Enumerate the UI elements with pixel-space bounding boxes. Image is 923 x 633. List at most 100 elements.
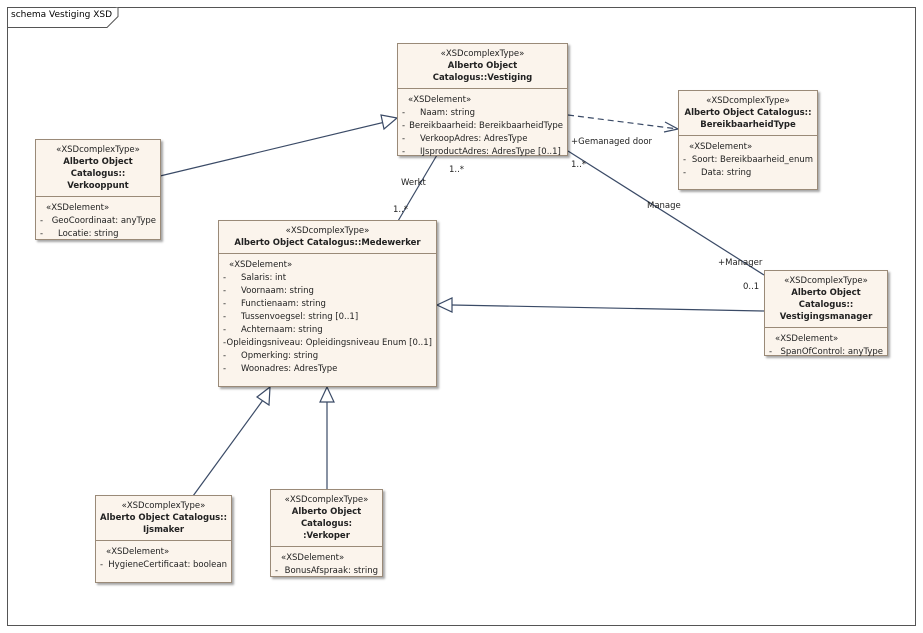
attribute-text: HygieneCertificaat: boolean (108, 560, 227, 570)
class-vestiging[interactable]: «XSDcomplexType» Alberto Object Catalogu… (397, 43, 568, 157)
class-name-line-2: Ijsmaker (142, 525, 185, 535)
generalization-arrowhead (319, 385, 335, 403)
attribute-text: GeoCoordinaat: anyType (51, 216, 156, 226)
attribute-row[interactable]: -Data: string (683, 167, 813, 180)
manage-role-manager: +Manager (718, 258, 763, 268)
class-verkooppunt[interactable]: «XSDcomplexType» Alberto Object Catalogu… (35, 139, 161, 240)
visibility-marker: - (223, 364, 227, 374)
stereotype-label: «XSDcomplexType» (784, 276, 868, 286)
attribute-text: BonusAfspraak: string (284, 566, 378, 576)
attribute-row[interactable]: - Voornaam: string (223, 285, 432, 298)
manage-multiplicity-manager: 0..1 (743, 282, 760, 292)
attribute-row[interactable]: -Opmerking: string (223, 350, 432, 363)
attribute-compartment: «XSDelement» -HygieneCertificaat: boolea… (96, 541, 231, 576)
visibility-marker: - (223, 299, 227, 309)
dependency-vestiging-bereikbaarheidtype[interactable] (567, 114, 679, 130)
attribute-text: VerkoopAdres: AdresType (420, 134, 528, 144)
class-header: «XSDcomplexType» Alberto Object Catalogu… (271, 490, 382, 547)
attribute-row[interactable]: -Woonadres: AdresType (223, 363, 432, 376)
stereotype-label: «XSDcomplexType» (285, 226, 370, 236)
class-bereikbaarheidtype[interactable]: «XSDcomplexType» Alberto Object Catalogu… (678, 90, 818, 190)
generalization-arrowhead (380, 114, 399, 131)
attribute-row[interactable]: -Salaris: int (223, 272, 432, 285)
attribute-compartment: «XSDelement» -Salaris: int -Voornaam: st… (219, 254, 436, 380)
section-stereotype: «XSDelement» (408, 95, 472, 105)
generalization-vestigingsmanager-medewerker[interactable] (451, 304, 765, 312)
class-name-line-1: Alberto Object Catalogus:: (63, 157, 133, 179)
attribute-row[interactable]: -Locatie: string (40, 228, 156, 241)
attribute-row[interactable]: -SpanOfControl: anyType (769, 346, 883, 359)
attribute-compartment: «XSDelement» -GeoCoordinaat: anyType -Lo… (36, 197, 160, 245)
title-tab-outline (7, 7, 119, 28)
stereotype-label: «XSDcomplexType» (440, 49, 525, 59)
class-header: «XSDcomplexType» Alberto Object Catalogu… (398, 44, 567, 89)
class-verkoper[interactable]: «XSDcomplexType» Alberto Object Catalogu… (270, 489, 383, 577)
attribute-row[interactable]: -Opleidingsniveau: Opleidingsniveau Enum… (223, 337, 432, 350)
association-werkt[interactable] (397, 154, 438, 222)
class-vestigingsmanager[interactable]: «XSDcomplexType» Alberto Object Catalogu… (764, 270, 888, 357)
stereotype-label: «XSDcomplexType» (121, 501, 206, 511)
attribute-row[interactable]: -Soort: Bereikbaarheid_enum (683, 154, 813, 167)
attribute-compartment: «XSDelement» -SpanOfControl: anyType (765, 328, 887, 363)
visibility-marker: - (223, 325, 227, 335)
attribute-row[interactable]: - Achternaam: string (223, 324, 432, 337)
class-medewerker[interactable]: «XSDcomplexType» Alberto Object Catalogu… (218, 220, 437, 387)
class-name-line-2: :Verkoper (303, 531, 350, 541)
attribute-compartment: «XSDelement» -Soort: Bereikbaarheid_enum… (679, 136, 817, 184)
attribute-compartment: «XSDelement» -BonusAfspraak: string (271, 547, 382, 582)
class-name: Alberto Object Catalogus::Vestiging (432, 61, 533, 83)
visibility-marker: - (40, 216, 44, 226)
association-werkt-label: Werkt (401, 178, 426, 188)
visibility-marker: - (402, 121, 406, 131)
visibility-marker: - (223, 312, 227, 322)
attribute-text: Bereikbaarheid: BereikbaarheidType (409, 121, 563, 131)
generalization-verkooppunt-vestiging[interactable] (159, 121, 386, 177)
attribute-row[interactable]: -IJsproductAdres: AdresType [0..1] (402, 146, 563, 159)
visibility-marker: - (223, 338, 227, 348)
attribute-text: Tussenvoegsel: string [0..1] (241, 312, 359, 322)
attribute-row[interactable]: - VerkoopAdres: AdresType (402, 133, 563, 146)
visibility-marker: - (100, 560, 104, 570)
attribute-row[interactable]: - Naam: string (402, 107, 563, 120)
class-header: «XSDcomplexType» Alberto Object Catalogu… (679, 91, 817, 136)
class-ijsmaker[interactable]: «XSDcomplexType» Alberto Object Catalogu… (95, 495, 232, 583)
generalization-ijsmaker-medewerker[interactable] (192, 399, 264, 497)
attribute-text: Functienaam: string (241, 299, 326, 309)
visibility-marker: - (683, 168, 687, 178)
section-stereotype: «XSDelement» (689, 142, 753, 152)
stereotype-label: «XSDcomplexType» (706, 96, 790, 106)
attribute-compartment: «XSDelement» - Naam: string -Bereikbaarhe… (398, 89, 567, 163)
attribute-text: Naam: string (420, 108, 476, 118)
association-manage[interactable] (567, 150, 765, 276)
visibility-marker: - (223, 273, 227, 283)
manage-role-vestiging: +Gemanaged door (571, 137, 653, 147)
attribute-text: Achternaam: string (241, 325, 323, 335)
class-name-line-1: Alberto Object Catalogus:: (684, 108, 812, 118)
class-name: Alberto Object Catalogus::Medewerker (234, 238, 421, 248)
stereotype-label: «XSDcomplexType» (56, 145, 140, 155)
attribute-text: Opleidingsniveau: Opleidingsniveau Enum … (226, 338, 432, 348)
class-name-line-2: BereikbaarheidType (700, 120, 796, 130)
generalization-arrowhead (255, 385, 271, 407)
attribute-row[interactable]: -GeoCoordinaat: anyType (40, 215, 156, 228)
attribute-row[interactable]: -Bereikbaarheid: BereikbaarheidType (402, 120, 563, 133)
attribute-row[interactable]: -HygieneCertificaat: boolean (100, 559, 227, 572)
attribute-row[interactable]: -BonusAfspraak: string (275, 565, 378, 578)
class-name-line-2: Verkooppunt (67, 181, 129, 191)
attribute-text: Voornaam: string (241, 286, 314, 296)
attribute-text: IJsproductAdres: AdresType [0..1] (420, 147, 561, 157)
visibility-marker: - (40, 229, 44, 239)
attribute-row[interactable]: - Tussenvoegsel: string [0..1] (223, 311, 432, 324)
section-stereotype: «XSDelement» (46, 203, 110, 213)
visibility-marker: - (683, 155, 687, 165)
class-name-line-2: Vestigingsmanager (779, 312, 873, 322)
visibility-marker: - (402, 108, 406, 118)
visibility-marker: - (275, 566, 279, 576)
attribute-text: Soort: Bereikbaarheid_enum (691, 155, 813, 165)
class-header: «XSDcomplexType» Alberto Object Catalogu… (765, 271, 887, 328)
attribute-row[interactable]: - Functienaam: string (223, 298, 432, 311)
dependency-arrowhead (663, 121, 680, 133)
visibility-marker: - (769, 347, 773, 357)
visibility-marker: - (402, 134, 406, 144)
visibility-marker: - (223, 286, 227, 296)
